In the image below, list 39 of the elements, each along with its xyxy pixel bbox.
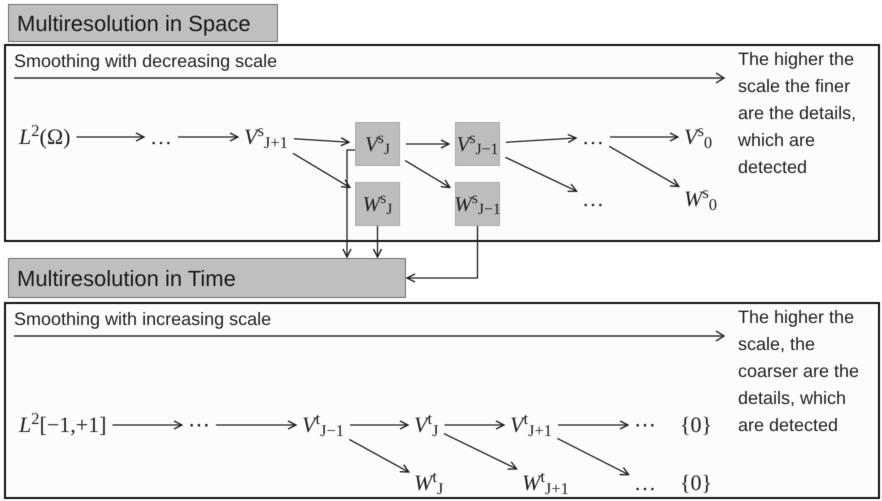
- arrow: [372, 226, 382, 258]
- arrow: [76, 132, 145, 142]
- note-text: The higher the scale, the coarser are the details, which are detected: [738, 306, 860, 437]
- panel-heading: Smoothing with decreasing scale: [14, 50, 278, 73]
- math-expression: …: [582, 122, 604, 152]
- arrow: [178, 132, 239, 142]
- note-text: The higher the scale the finer are the details, which are detected: [738, 48, 858, 179]
- arrow: [608, 146, 680, 188]
- arrow: [112, 420, 183, 430]
- math-expression: ⋯: [188, 410, 210, 440]
- math-expression: {0}: [680, 410, 712, 440]
- math-expression: …: [150, 122, 172, 152]
- math-expression: {0}: [680, 468, 712, 498]
- arrow: [444, 420, 505, 430]
- arrow: [216, 420, 297, 430]
- title-box: Multiresolution in Space: [8, 4, 278, 42]
- title-box: Multiresolution in Time: [8, 258, 406, 298]
- panel: [4, 44, 880, 242]
- arrow: [292, 152, 351, 188]
- arrow: [610, 132, 679, 142]
- arrow: [342, 149, 355, 258]
- math-expression: L$^{2}$[−1,+1]: [19, 410, 106, 440]
- math-expression: ⋯: [634, 410, 656, 440]
- arrow: [350, 420, 409, 430]
- math-expression: …: [582, 184, 604, 214]
- arrow: [404, 160, 451, 188]
- math-expression: L$^{2}$(Ω): [19, 122, 71, 152]
- arrow: [406, 226, 478, 283]
- arrow: [294, 137, 350, 146]
- arrow: [506, 134, 577, 144]
- panel: [4, 302, 880, 499]
- math-expression: …: [634, 468, 656, 498]
- arrow: [406, 139, 450, 149]
- arrow: [348, 438, 410, 473]
- panel-heading: Smoothing with increasing scale: [14, 308, 272, 331]
- arrow: [557, 438, 630, 476]
- arrow: [505, 156, 578, 192]
- arrow: [444, 433, 518, 470]
- arrow: [558, 420, 629, 430]
